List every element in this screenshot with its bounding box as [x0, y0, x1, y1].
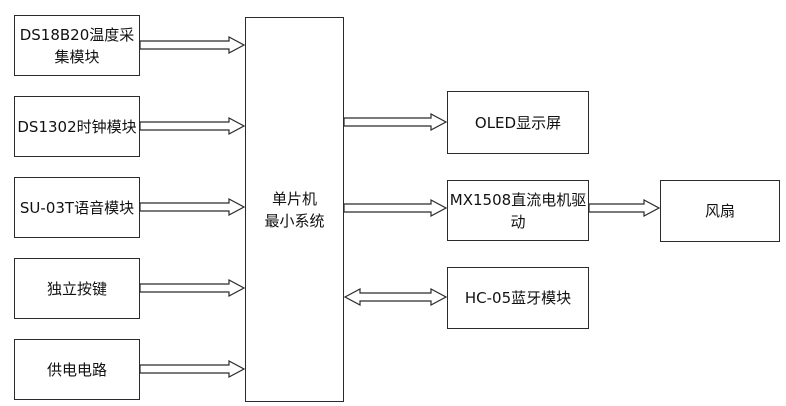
power-circuit-box: 供电电路: [14, 339, 140, 400]
clock-module-label: DS1302时钟模块: [17, 117, 137, 136]
keys-label: 独立按键: [46, 279, 107, 298]
voice-module-label: SU-03T语音模块: [19, 198, 135, 217]
keys-box: 独立按键: [14, 258, 140, 319]
fan-box: 风扇: [660, 180, 780, 242]
arrow-keys-to-mcu: [139, 279, 246, 297]
mcu-label: 单片机 最小系统: [264, 189, 325, 230]
power-circuit-label: 供电电路: [46, 360, 107, 379]
oled-display-label: OLED显示屏: [474, 113, 562, 132]
bluetooth-module-box: HC-05蓝牙模块: [447, 267, 589, 329]
arrow-mcu-bluetooth-bidirectional: [343, 288, 448, 306]
temperature-module-box: DS18B20温度采 集模块: [14, 15, 140, 76]
arrow-driver-to-fan: [588, 199, 661, 217]
voice-module-box: SU-03T语音模块: [14, 177, 140, 238]
arrow-mcu-to-driver: [343, 199, 448, 217]
arrow-clock-to-mcu: [139, 117, 246, 135]
motor-driver-box: MX1508直流电机驱 动: [447, 180, 589, 241]
temperature-module-label: DS18B20温度采 集模块: [19, 25, 135, 66]
motor-driver-label: MX1508直流电机驱 动: [449, 190, 587, 231]
bluetooth-module-label: HC-05蓝牙模块: [464, 289, 572, 307]
arrow-power-to-mcu: [139, 360, 246, 378]
arrow-temp-to-mcu: [139, 36, 246, 54]
arrow-voice-to-mcu: [139, 198, 246, 216]
arrow-mcu-to-oled: [343, 113, 448, 131]
mcu-box: 单片机 最小系统: [245, 17, 344, 402]
oled-display-box: OLED显示屏: [447, 91, 589, 154]
fan-label: 风扇: [704, 202, 735, 220]
